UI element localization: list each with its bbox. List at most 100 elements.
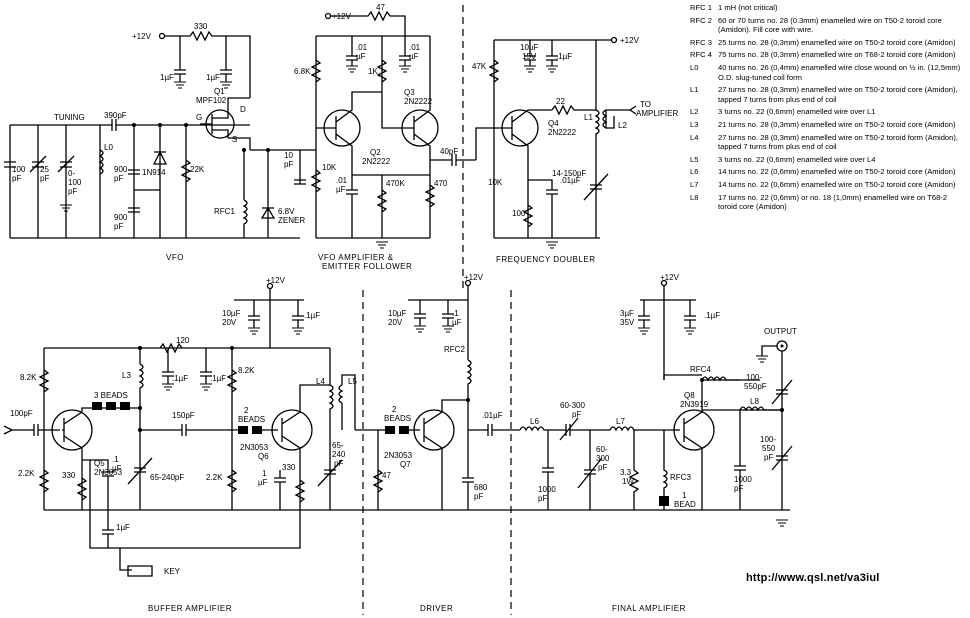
legend-desc: 3 turns no. 22 (0,6mm) enamelled wire ov… (718, 107, 876, 117)
r-82ka-label: 8.2K (20, 373, 37, 382)
q4-label: Q4 (548, 119, 559, 128)
c-3uf-label: 3µF (620, 309, 634, 318)
legend-row: RFC 1 1 mH (not critical) (690, 3, 968, 13)
source-url[interactable]: http://www.qsl.net/va3iul (746, 572, 880, 584)
vfo-12v-label: +12V (132, 32, 152, 41)
key-label: KEY (164, 567, 181, 576)
c-01a-unit: µF (356, 52, 366, 61)
gate-label: G (196, 113, 202, 122)
legend-ref: L6 (690, 167, 699, 177)
legend-ref: RFC 3 (690, 37, 712, 47)
c-01c-label: .01 (336, 176, 348, 185)
driver-c1uf-unit: µF (452, 318, 462, 327)
c-65-240a-label: 65-240pF (150, 473, 184, 482)
r-22kb-label: 2.2K (206, 473, 223, 482)
legend-desc: 25 turns no. 28 (0,3mm) enamelled wire o… (718, 37, 956, 47)
tuning-label: TUNING (54, 113, 85, 122)
buffer-c10uf-voltage: 20V (222, 318, 237, 327)
r-68k-label: 6.8K (294, 67, 311, 76)
legend-ref: L3 (690, 119, 699, 129)
driver-12v-label: +12V (464, 273, 484, 282)
c-60-300b-label: 60- (596, 445, 608, 454)
q5-part: 2N3053 (94, 468, 123, 477)
r-330-label: 330 (194, 22, 208, 31)
r-47-driver-label: 47 (382, 471, 391, 480)
zener-type: ZENER (278, 216, 305, 225)
c-1000a-label: 1000 (538, 485, 556, 494)
final-section-label: FINAL AMPLIFIER (612, 604, 686, 613)
c-1000b-label: 1000 (734, 475, 752, 484)
r-22-label: 22 (556, 97, 565, 106)
driver-c10uf-label: 10µF (388, 309, 407, 318)
l2-label: L2 (618, 121, 627, 130)
buffer-c1b-label: .1µF (210, 374, 226, 383)
q1-part: MPF102 (196, 96, 227, 105)
driver-c1uf-label: .1 (452, 309, 459, 318)
q7-label: Q7 (400, 460, 411, 469)
c-01uf-label: .1µF (556, 52, 572, 61)
legend-ref: L2 (690, 107, 699, 117)
r-330a-label: 330 (62, 471, 76, 480)
r-82kb-label: 8.2K (238, 366, 255, 375)
r-33-label: 3.3 (620, 468, 632, 477)
c-100-550b-value: 550 (762, 444, 776, 453)
l8-label: L8 (750, 397, 759, 406)
buffer-c1a-label: .1µF (172, 374, 188, 383)
vfo-section-label: VFO (166, 253, 184, 262)
driver-beads-label-2: BEADS (384, 414, 411, 423)
buffer-12v-label: +12V (266, 276, 286, 285)
component-labels: TUNING 100 pF 25 pF 0- 100 pF L0 390pF 9… (10, 3, 797, 613)
q2-part: 2N2222 (362, 157, 391, 166)
driver-c10uf-voltage: 20V (388, 318, 403, 327)
r-33-power: 1W (622, 477, 634, 486)
c-25-unit: pF (40, 174, 49, 183)
r-470-label: 470 (434, 179, 448, 188)
c-0-100-value: 100 (68, 178, 82, 187)
doubler-section-label: FREQUENCY DOUBLER (496, 255, 595, 264)
q6-label: Q6 (258, 452, 269, 461)
c-65-240b-unit: pF (334, 459, 343, 468)
rfc1-label: RFC1 (214, 207, 235, 216)
c-680-unit: pF (474, 492, 483, 501)
c-3uf-voltage: 35V (620, 318, 635, 327)
final-12v-label: +12V (660, 273, 680, 282)
c-65-240b-label: 65- (332, 441, 344, 450)
legend-row: RFC 3 25 turns no. 28 (0,3mm) enamelled w… (690, 38, 968, 48)
legend-desc: 14 turns no. 22 (0,6mm) enamelled wire o… (718, 167, 956, 177)
c-40pf-label: 40pF (440, 147, 458, 156)
driver-section (355, 279, 520, 511)
beads2-label-2: BEADS (238, 415, 265, 424)
r-22ka-label: 2.2K (18, 469, 35, 478)
c-01c-unit: µF (336, 185, 346, 194)
legend-desc: 21 turns no. 28 (0,3mm) enamelled wire o… (718, 119, 956, 129)
l1-label: L1 (584, 113, 593, 122)
buffer-c1uf-label: .1µF (304, 311, 320, 320)
bead-label: 1 (682, 491, 687, 500)
c-01a-label: .01 (356, 43, 368, 52)
c-100-label: 100 (12, 165, 26, 174)
legend-desc: 14 turns no. 22 (0,6mm) enamelled wire o… (718, 179, 956, 189)
legend-desc: 27 turns no. 28 (0,3mm) enamelled wire o… (718, 85, 958, 104)
q8-part: 2N3919 (680, 400, 709, 409)
q4-part: 2N2222 (548, 128, 577, 137)
legend-ref: RFC 2 (690, 15, 712, 25)
c-01b-label: .01 (409, 43, 421, 52)
q8-label: Q8 (684, 391, 695, 400)
amp-12v-label: +12V (332, 12, 352, 21)
c-100-550a-label: 100- (746, 373, 762, 382)
c-0-100-label: 0- (68, 169, 75, 178)
q7-part: 2N3053 (384, 451, 413, 460)
legend-desc: 1 mH (not critical) (718, 3, 778, 12)
legend-desc: 17 turns no. 22 (0,6mm) or no. 18 (1,0mm… (718, 192, 948, 212)
q3-part: 2N2222 (404, 97, 433, 106)
c-1uf-e-label: .1 (112, 455, 119, 464)
c-10pf-label: 10 (284, 151, 293, 160)
r-22k-label: 22K (190, 165, 205, 174)
legend-ref: RFC 1 (690, 3, 712, 12)
c-1uf-b-label: 1µF (206, 73, 220, 82)
